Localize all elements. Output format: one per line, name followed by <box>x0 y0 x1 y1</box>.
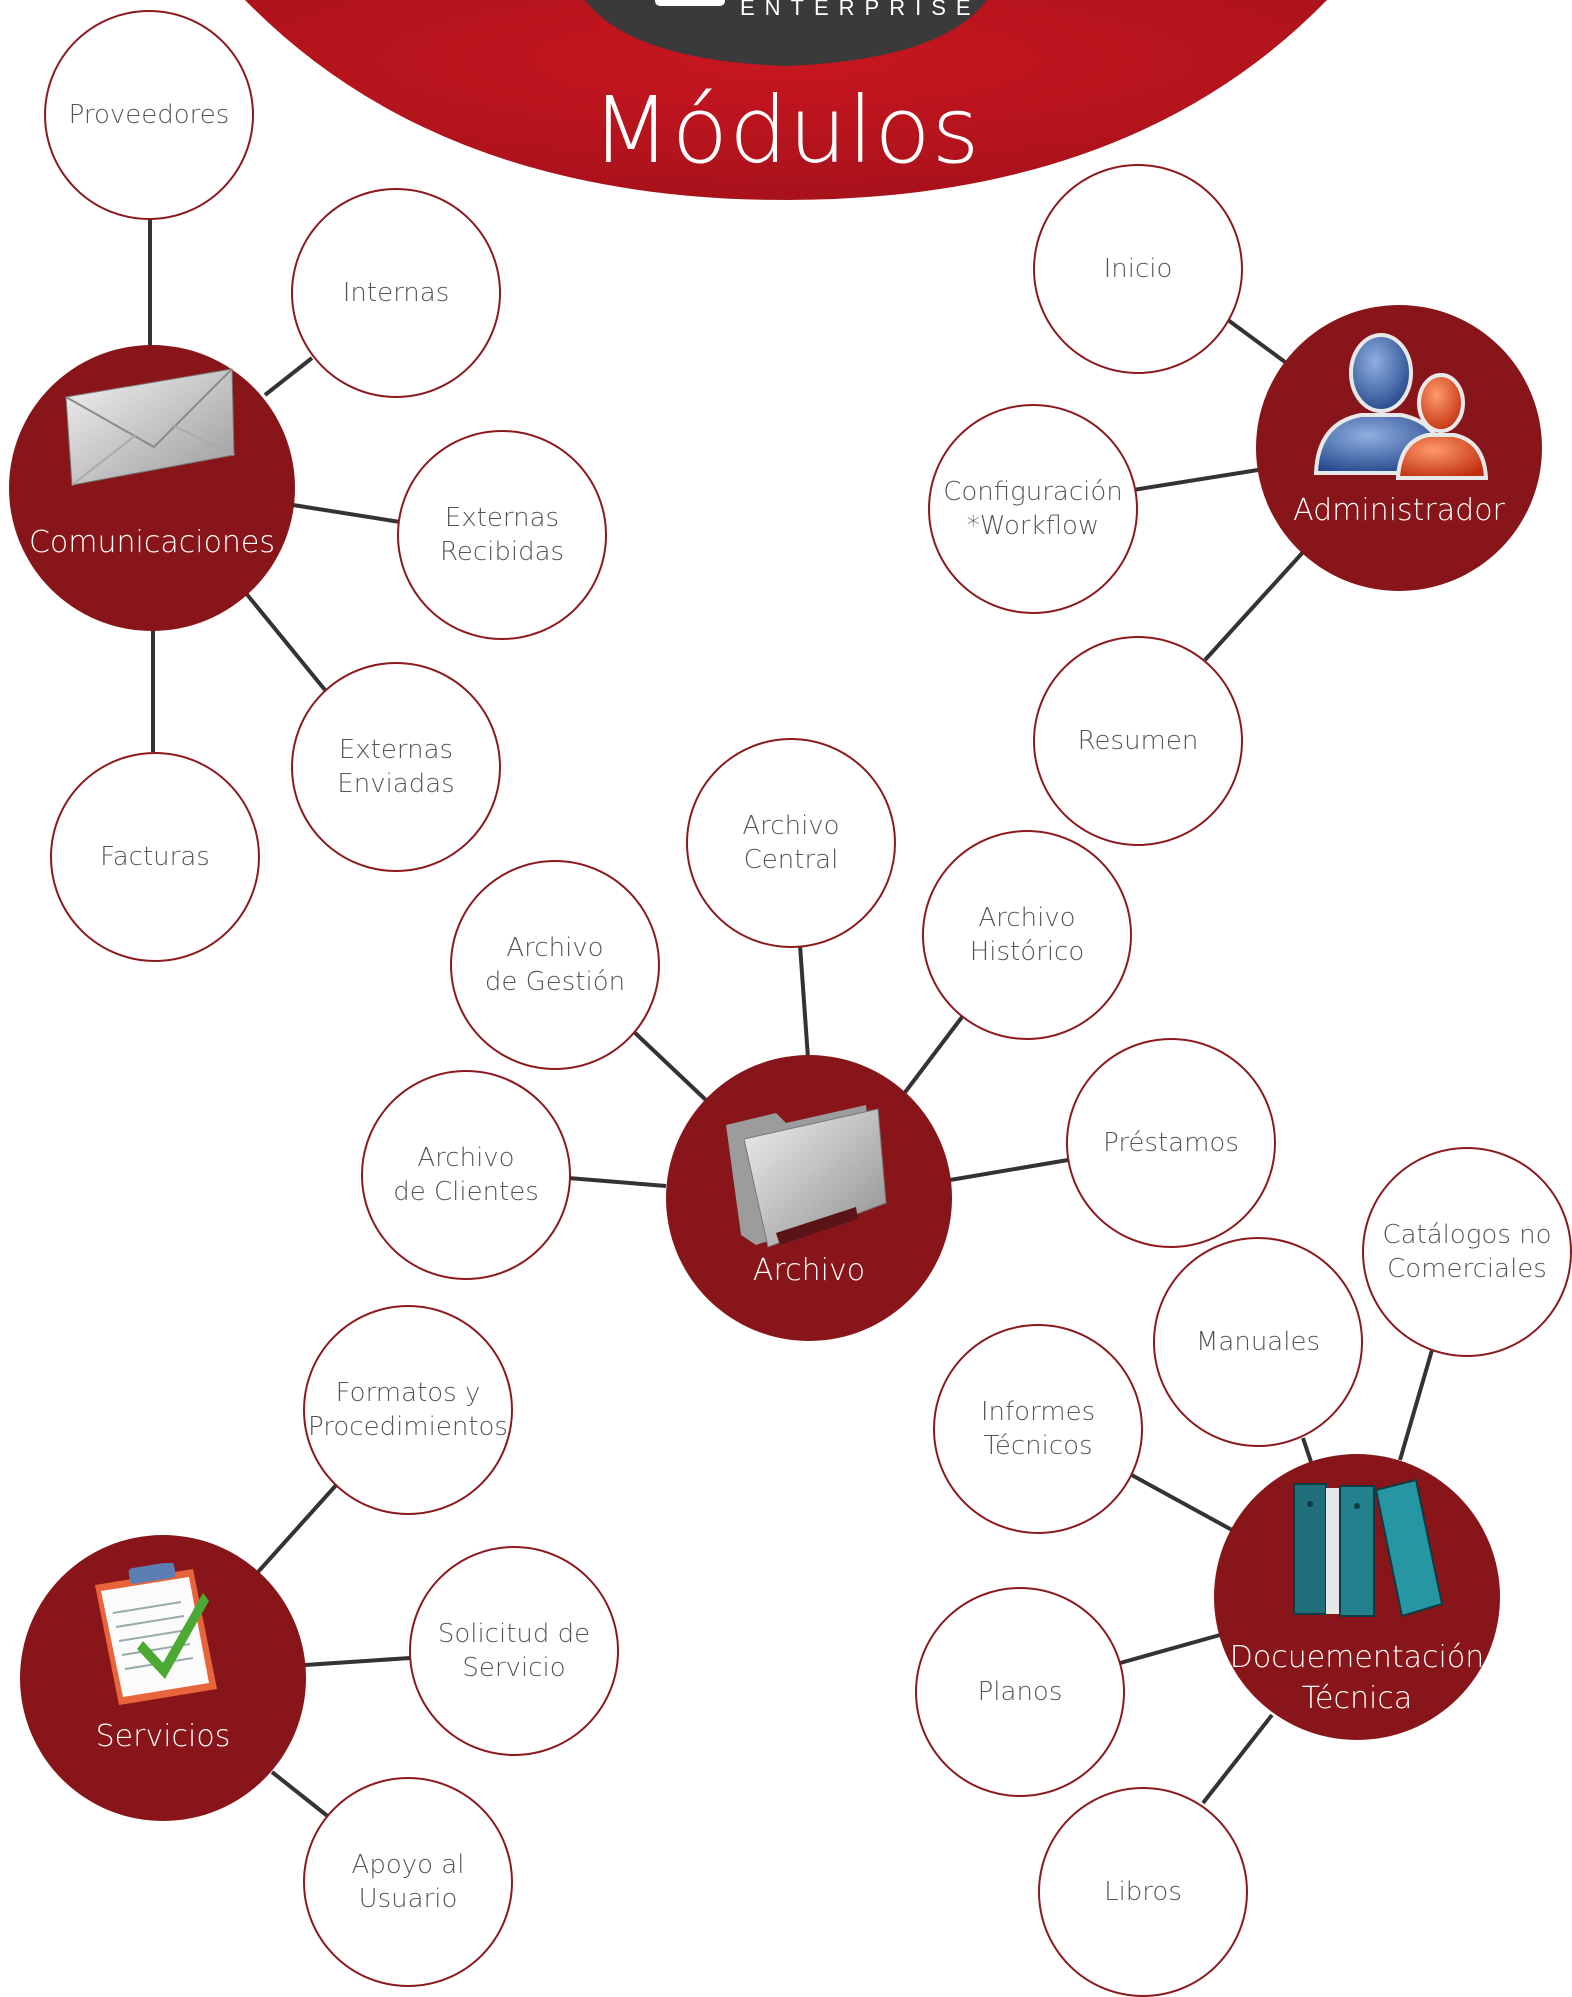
logo-dark-band <box>585 0 987 66</box>
binders-icon <box>1284 1474 1444 1638</box>
edge-internas <box>263 356 314 397</box>
header-arc <box>245 0 1327 200</box>
node-prestamos[interactable]: Préstamos <box>1066 1038 1276 1248</box>
node-archivo-historico[interactable]: Archivo Histórico <box>922 830 1132 1040</box>
edge-prestamos <box>949 1158 1069 1182</box>
node-configuracion[interactable]: Configuración *Workflow <box>928 404 1138 614</box>
module-documentacion-tecnica[interactable]: Docuementación Técnica <box>1214 1454 1500 1740</box>
brand-fragment: ENTERPRISE <box>740 0 981 20</box>
node-libros[interactable]: Libros <box>1038 1787 1248 1997</box>
edge-externas-recibidas <box>292 503 401 524</box>
edge-archivo-clientes <box>567 1176 667 1188</box>
module-servicios[interactable]: Servicios <box>20 1535 306 1821</box>
module-label: Docuementación Técnica <box>1229 1640 1485 1716</box>
node-catalogos[interactable]: Catálogos no Comerciales <box>1362 1147 1572 1357</box>
folder-icon <box>716 1095 896 1259</box>
page-title: Módulos <box>591 77 981 184</box>
node-facturas[interactable]: Facturas <box>50 752 260 962</box>
module-label: Administrador <box>1293 493 1505 528</box>
edge-formatos <box>256 1481 340 1574</box>
edge-libros <box>1201 1713 1274 1805</box>
module-label: Servicios <box>95 1719 231 1754</box>
module-archivo[interactable]: Archivo <box>666 1055 952 1341</box>
module-label: Archivo <box>752 1253 866 1288</box>
edge-inicio <box>1226 318 1287 364</box>
edge-solicitud <box>304 1656 411 1667</box>
node-solicitud[interactable]: Solicitud de Servicio <box>409 1546 619 1756</box>
node-planos[interactable]: Planos <box>915 1587 1125 1797</box>
edge-archivo-central <box>798 944 810 1059</box>
edge-apoyo <box>270 1770 332 1820</box>
node-proveedores[interactable]: Proveedores <box>44 10 254 220</box>
edge-resumen <box>1203 548 1307 662</box>
logo-mark <box>655 0 725 6</box>
header-banner: ENTERPRISE Módulos <box>0 0 1572 220</box>
clipboard-check-icon <box>85 1562 235 1717</box>
node-formatos[interactable]: Formatos y Procedimientos <box>303 1305 513 1515</box>
edge-planos <box>1119 1633 1221 1665</box>
node-externas-recibidas[interactable]: Externas Recibidas <box>397 430 607 640</box>
edge-configuracion <box>1132 468 1259 492</box>
node-informes[interactable]: Informes Técnicos <box>933 1324 1143 1534</box>
node-apoyo[interactable]: Apoyo al Usuario <box>303 1777 513 1987</box>
node-archivo-gestion[interactable]: Archivo de Gestión <box>450 860 660 1070</box>
edge-catalogos <box>1398 1349 1434 1461</box>
node-manuales[interactable]: Manuales <box>1153 1237 1363 1447</box>
node-externas-enviadas[interactable]: Externas Enviadas <box>291 662 501 872</box>
node-inicio[interactable]: Inicio <box>1033 164 1243 374</box>
edge-externas-enviadas <box>243 590 327 692</box>
node-internas[interactable]: Internas <box>291 188 501 398</box>
module-administrador[interactable]: Administrador <box>1256 305 1542 591</box>
envelope-icon <box>54 367 244 501</box>
users-icon <box>1306 333 1496 487</box>
edge-archivo-gestion <box>630 1028 710 1104</box>
module-comunicaciones[interactable]: Comunicaciones <box>9 345 295 631</box>
node-resumen[interactable]: Resumen <box>1033 636 1243 846</box>
edge-archivo-historico <box>901 1015 964 1097</box>
node-archivo-clientes[interactable]: Archivo de Clientes <box>361 1070 571 1280</box>
edge-informes <box>1127 1471 1233 1532</box>
module-label: Comunicaciones <box>28 525 276 560</box>
node-archivo-central[interactable]: Archivo Central <box>686 738 896 948</box>
